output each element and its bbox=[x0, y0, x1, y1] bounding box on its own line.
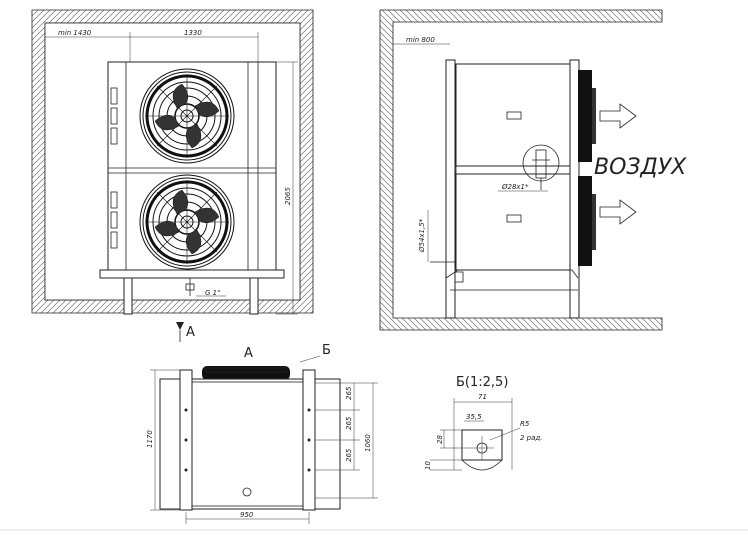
front-louvers bbox=[110, 87, 118, 249]
airflow-arrow-upper-icon bbox=[599, 103, 637, 129]
front-pipe-label: G 1" bbox=[205, 289, 220, 297]
top-section-b-label: Б bbox=[322, 343, 331, 358]
airflow-arrow-lower-icon bbox=[599, 199, 637, 225]
side-wall-gap-label: min 800 bbox=[406, 36, 435, 44]
side-lower-fan-icon bbox=[578, 176, 592, 266]
front-leg-right bbox=[249, 277, 259, 315]
top-spacing-label-2: 265 bbox=[345, 416, 353, 430]
detail-b-title: Б(1:2,5) bbox=[456, 375, 508, 390]
side-upper-coil bbox=[455, 63, 571, 167]
front-view: min 1430 1330 G 1" 2065 bbox=[31, 9, 314, 342]
detail-holes-label: 2 рад. bbox=[520, 434, 542, 442]
top-fan-guard-icon bbox=[202, 366, 290, 380]
upper-fan-icon bbox=[138, 67, 236, 165]
side-pipe-diameter-label: Ø28x1* bbox=[501, 183, 529, 191]
detail-half-label: 35,5 bbox=[466, 413, 482, 421]
side-view: min 800 Ø28x1* Ø54x1,5* ВОЗДУХ bbox=[379, 9, 687, 331]
view-a-marker: A bbox=[186, 325, 195, 340]
detail-radius-label: R5 bbox=[520, 420, 530, 428]
side-wall-hatch bbox=[379, 9, 663, 331]
front-width-label: 1330 bbox=[184, 29, 202, 37]
detail-width-label: 71 bbox=[478, 393, 487, 401]
side-drain-label: Ø54x1,5* bbox=[418, 218, 426, 253]
front-height-label: 2065 bbox=[284, 187, 292, 205]
top-view: А Б 1170 265 265 265 1060 95 bbox=[146, 343, 378, 524]
top-view-a-label: А bbox=[244, 346, 253, 361]
top-inner-height-label: 1060 bbox=[364, 434, 372, 452]
top-spacing-label-1: 265 bbox=[345, 386, 353, 400]
top-depth-label: 950 bbox=[240, 511, 254, 519]
detail-bottom-label: 10 bbox=[424, 461, 432, 470]
side-upper-fan-icon bbox=[578, 70, 592, 162]
lower-fan-icon bbox=[138, 173, 236, 271]
front-wall-gap-label: min 1430 bbox=[58, 29, 92, 37]
top-total-height-label: 1170 bbox=[146, 430, 154, 448]
top-spacing-label-3: 265 bbox=[345, 448, 353, 462]
airflow-label: ВОЗДУХ bbox=[594, 155, 687, 180]
front-leg-left bbox=[123, 277, 133, 315]
detail-b: Б(1:2,5) 71 35,5 R5 2 рад. 28 10 bbox=[424, 375, 542, 471]
detail-offset-label: 28 bbox=[436, 435, 444, 444]
